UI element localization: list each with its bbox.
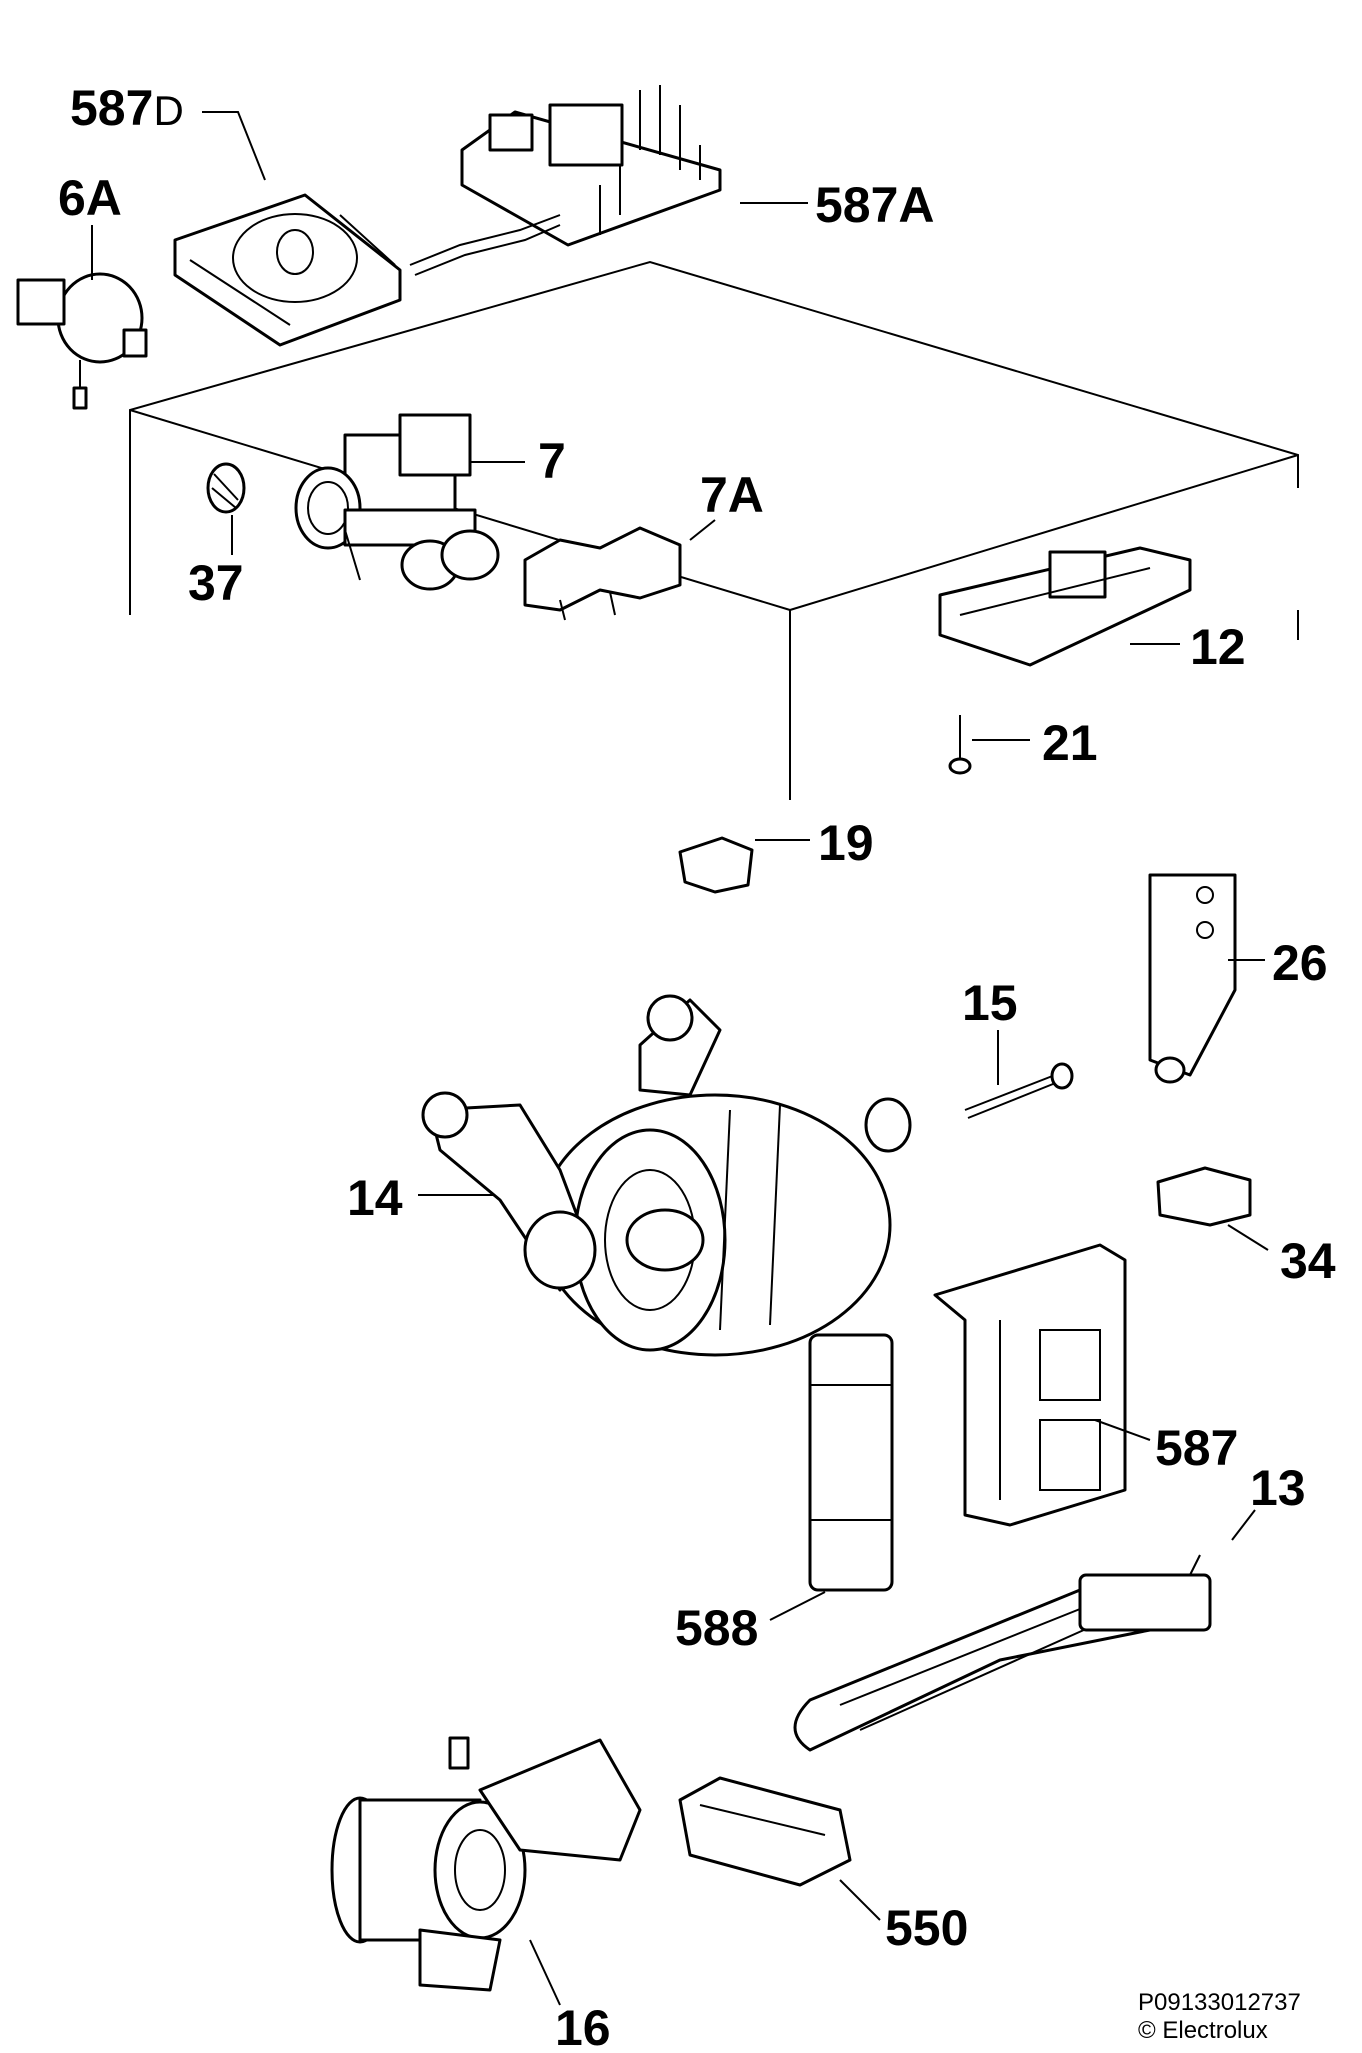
main-module-587-part [933, 1243, 1127, 1527]
control-module-587d-part [173, 193, 402, 347]
screw-21-part [948, 715, 972, 775]
callout-587: 587 [1155, 1420, 1238, 1476]
callout-19: 19 [818, 815, 874, 871]
leader-588 [769, 1591, 826, 1621]
electronic-board-587a-part [409, 85, 722, 276]
callout-7: 7 [538, 433, 566, 489]
inlet-valve-part [294, 413, 500, 591]
filter-box-part [678, 1776, 852, 1887]
callout-6A: 6A [58, 170, 122, 226]
callout-12: 12 [1190, 619, 1246, 675]
interlock-bracket-part [938, 546, 1192, 667]
drain-pump-part [330, 1736, 642, 1992]
callout-587A: 587A [815, 177, 935, 233]
callout-587D: 587D [70, 80, 184, 136]
copyright: © Electrolux [1138, 2017, 1268, 2044]
heating-element-part [793, 1554, 1212, 1752]
screw-15-part [964, 1062, 1074, 1119]
callout-16: 16 [555, 2000, 611, 2053]
callout-37: 37 [188, 555, 244, 611]
clip-34-part [1156, 1166, 1252, 1227]
callout-15: 15 [962, 975, 1018, 1031]
leader-550 [839, 1879, 881, 1921]
callout-14: 14 [347, 1170, 403, 1226]
leader-7A [689, 519, 716, 541]
clip-19-part [678, 836, 754, 894]
callout-13: 13 [1250, 1460, 1306, 1516]
leader-16 [529, 1939, 561, 2006]
callout-7A: 7A [700, 467, 764, 523]
callout-21: 21 [1042, 715, 1098, 771]
capacitor-part [808, 1333, 894, 1592]
leader-587 [1094, 1419, 1151, 1441]
motor-part [421, 994, 912, 1357]
door-interlock-part [1148, 873, 1237, 1084]
callout-588: 588 [675, 1600, 758, 1656]
callout-550: 550 [885, 1900, 968, 1956]
callout-34: 34 [1280, 1233, 1336, 1289]
callout-26: 26 [1272, 935, 1328, 991]
diagram-code: P09133012737 [1138, 1989, 1301, 2016]
filter-part [206, 462, 246, 514]
valve-bracket-part [523, 526, 682, 621]
leader-34 [1227, 1224, 1269, 1251]
leader-587D [202, 111, 266, 181]
pressure-switch-part [16, 272, 148, 410]
leader-13 [1231, 1509, 1256, 1541]
